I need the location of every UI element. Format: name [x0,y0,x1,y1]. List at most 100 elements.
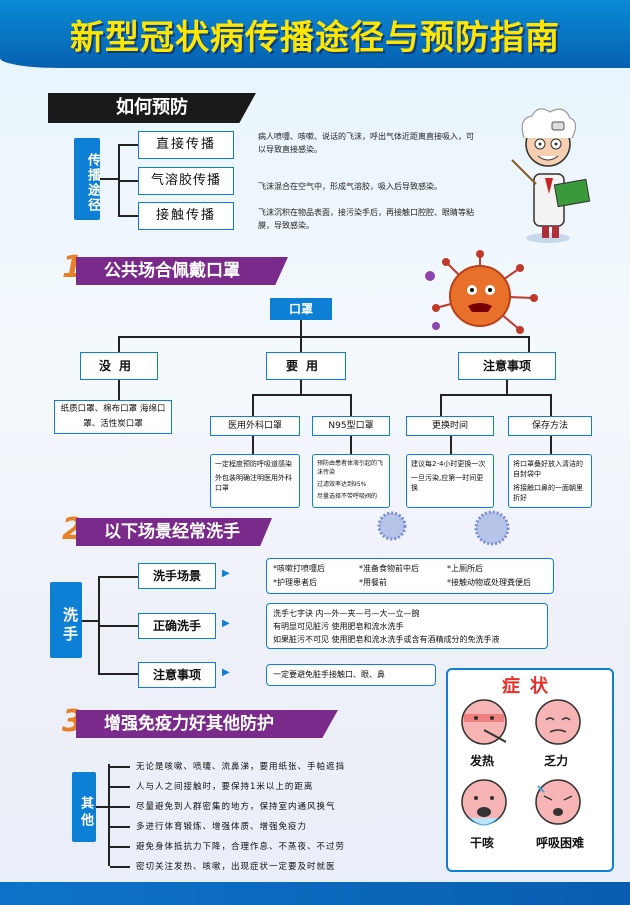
connector [118,215,138,217]
wash-scenes-box: 洗手场景 [138,563,216,589]
mask-useless: 没用 [80,352,158,380]
immunity-line: 避免身体抵抗力下降，合理作息、不蒸夜、不过劳 [136,842,346,852]
connector [300,336,302,352]
connector [118,180,138,182]
change-time-info: 建议每2-4小时更换一次 一旦污染,应第一时间更换 [406,454,494,508]
immunity-line: 多进行体育锻炼、增强体质、增强免疫力 [136,822,308,832]
immunity-section-banner: 增强免疫力好其他防护 [76,710,338,738]
mask-useful: 要用 [266,352,346,380]
info-line: 预防由患者体液引起的飞沫传染 [317,460,384,476]
connector [118,336,530,338]
route-aerosol: 气溶胶传播 [138,167,234,195]
arrow-icon: ▶ [222,667,230,678]
connector [550,394,552,416]
transmission-label-text: 传播途径 [85,153,100,213]
mask-notes: 注意事项 [458,352,556,380]
connector [252,394,254,416]
method-line: 如果脏污不可见 使用肥皂和流水洗手或含有酒精成分的免洗手液 [273,635,500,644]
connector [118,336,120,352]
info-line: 一定程度预防呼吸道感染 [215,460,292,468]
connector [98,673,138,675]
arrow-icon: ▶ [222,568,230,579]
immunity-line: 密切关注发热、咳嗽，出现症状一定要及时就医 [136,862,336,872]
mask-storage: 保存方法 [508,416,592,436]
info-line: 建议每2-4小时更换一次 [411,460,486,468]
info-line: 一旦污染,应第一时间更换 [411,474,484,492]
virus-decoration-icon [474,510,510,546]
connector [82,620,98,622]
mask-section-banner: 公共场合佩戴口罩 [76,257,288,285]
scene-item: *接触动物或处理粪便后 [447,578,531,587]
info-line: 将口罩叠好放入清洁的自封袋中 [513,460,583,478]
wash-label: 洗手 [50,582,82,658]
fatigue-face-icon [535,699,581,745]
useless-mask-list: 纸质口罩、棉布口罩 海绵口罩、活性炭口罩 [54,400,172,434]
symptom-fatigue: 乏力 [543,754,568,768]
route-contact-desc: 飞沫沉积在物品表面，接污染手后，再接触口腔腔、眼睛等粘膜，导致感染。 [258,208,474,230]
dry-cough-face-icon [461,779,507,826]
connector [440,394,552,396]
route-direct: 直接传播 [138,131,234,159]
symptoms-title: 症状 [502,676,558,697]
info-line: 过滤效率达到95% [317,481,367,488]
mask-root: 口罩 [270,298,332,320]
scene-item: *咳嗽打喷嚏后 [273,564,325,573]
page-title: 新型冠状病传播途径与预防指南 [70,18,560,58]
fever-face-icon [461,699,507,745]
route-contact: 接触传播 [138,202,234,230]
symptom-dry-cough: 干咳 [469,836,494,850]
connector [506,380,508,394]
mask-change-time: 更换时间 [406,416,494,436]
n95-info: 预防由患者体液引起的飞沫传染 过滤效率达到95% 尽量选择不带呼吸阀的 [312,454,390,508]
immunity-line: 无论是咳嗽、喷嚏、流鼻涕，要用纸张、手帕遮挡 [136,762,346,772]
list-item: 密切关注发热、咳嗽，出现症状一定要及时就医 [110,857,440,877]
scene-item: *护理患者后 [273,578,317,587]
other-label-text: 其他 [78,796,93,830]
connector [450,436,452,454]
route-direct-desc: 病人喷嚏、咳嗽、说话的飞沫，呼出气体近距离直接吸入，可以导致直接感染。 [258,132,474,154]
connector [98,625,138,627]
virus-decoration-icon [377,511,407,541]
header-bar [0,0,630,68]
washing-section-banner: 以下场景经常洗手 [76,518,272,546]
storage-info: 将口罩叠好放入清洁的自封袋中 将接触口鼻的一面朝里折好 [508,454,592,508]
connector [300,320,302,336]
method-line: 洗手七字诀 内—外—夹—弓—大—立—腕 [273,609,420,618]
connector [252,436,254,454]
connector [96,806,108,808]
transmission-label: 传播途径 [74,138,100,220]
symptoms-panel [446,668,614,872]
how-to-prevent-banner: 如何预防 [48,93,256,123]
connector [100,178,118,180]
route-aerosol-desc: 飞沫混合在空气中，形成气溶胶，吸入后导致感染。 [258,182,442,191]
list-item: 多进行体育锻炼、增强体质、增强免疫力 [110,817,440,837]
wash-notes-box: 注意事项 [138,662,216,688]
connector [350,394,352,416]
symptom-breathing: 呼吸困难 [535,836,584,850]
connector [98,576,138,578]
immunity-line: 人与人之间接触时，要保持1米以上的距离 [136,782,314,792]
scene-item: *上厕所后 [447,564,483,573]
breathing-difficulty-face-icon [535,779,581,825]
method-line: 有明显可见脏污 使用肥皂和流水洗手 [273,622,404,631]
surgical-info: 一定程度预防呼吸道感染 外包装明确注明医用外科口罩 [210,454,300,508]
list-item: 无论是咳嗽、喷嚏、流鼻涕，要用纸张、手帕遮挡 [110,757,440,777]
connector [350,436,352,454]
info-line: 外包装明确注明医用外科口罩 [215,474,292,492]
virus-illustration [425,250,538,334]
connector [252,394,352,396]
connector [300,380,302,394]
arrow-icon: ▶ [222,618,230,629]
list-item: 人与人之间接触时，要保持1米以上的距离 [110,777,440,797]
wash-label-text: 洗手 [61,607,79,645]
wash-method-info: 洗手七字诀 内—外—夹—弓—大—立—腕 有明显可见脏污 使用肥皂和流水洗手 如果… [266,603,548,649]
info-line: 将接触口鼻的一面朝里折好 [513,484,583,502]
scene-item: *准备食物前中后 [359,564,419,573]
connector [440,394,442,416]
info-line: 尽量选择不带呼吸阀的 [317,493,378,500]
wash-notes-info: 一定要避免脏手接触口、眼、鼻 [266,664,436,686]
wash-scenes-info: *咳嗽打喷嚏后 *准备食物前中后 *上厕所后 *护理患者后 *用餐前 *接触动物… [266,558,554,594]
immunity-line: 尽量避免到人群密集的地方，保持室内通风换气 [136,802,336,812]
connector [118,380,120,400]
connector [550,436,552,454]
